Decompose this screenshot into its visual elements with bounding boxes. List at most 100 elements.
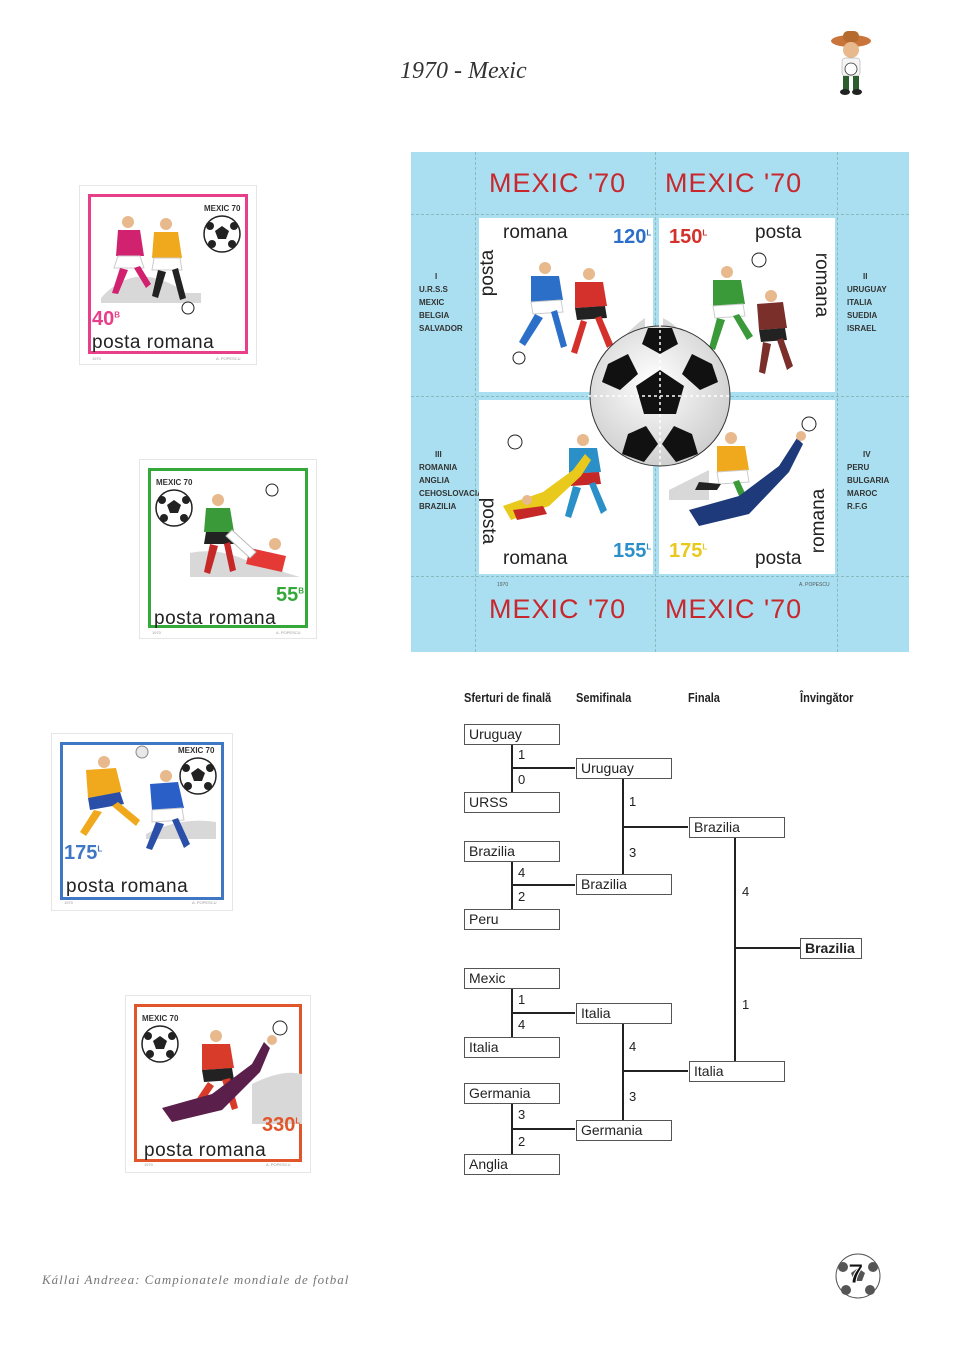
footballers-illustration xyxy=(669,416,817,526)
sheet-stamp-value: 175L xyxy=(669,540,707,563)
bracket-header-winner: Învingător xyxy=(800,690,854,705)
group-4-list: IV PERU BULGARIA MAROC R.F.G xyxy=(847,448,889,513)
group-team: PERU xyxy=(847,463,870,472)
stamp-value: 330L xyxy=(262,1114,300,1137)
group-roman: I xyxy=(435,272,438,281)
stamp-posta-romana: posta romana xyxy=(144,1140,267,1161)
sf1-team1: Uruguay xyxy=(576,758,672,779)
stamp-posta-romana: posta romana xyxy=(66,876,189,897)
stamp-value-unit: L xyxy=(97,844,103,854)
qf1-score1: 1 xyxy=(518,747,526,762)
stamp-55b: MEXIC 70 55B posta romana 1970 A. POPESC… xyxy=(140,460,316,638)
sf2-score1: 4 xyxy=(629,1039,637,1054)
sheet-perforation xyxy=(411,214,909,215)
group-2-list: II URUGUAY ITALIA SUEDIA ISRAEL xyxy=(847,270,887,335)
sheet-perforation xyxy=(475,152,476,652)
group-team: URUGUAY xyxy=(847,285,887,294)
football-icon xyxy=(588,324,732,468)
final-score2: 1 xyxy=(742,997,750,1012)
football-icon xyxy=(203,215,241,253)
footballers-illustration xyxy=(190,483,300,577)
qf2-team1: Brazilia xyxy=(464,841,560,862)
qf3-score1: 1 xyxy=(518,992,526,1007)
group-team: CEHOSLOVACIA xyxy=(419,489,483,498)
stamp-mexic-label: MEXIC 70 xyxy=(142,1014,179,1023)
sheet-stamp-value-fraction: 20 xyxy=(624,226,647,248)
sf2-team2: Germania xyxy=(576,1120,672,1141)
group-1-list: I U.R.S.S MEXIC BELGIA SALVADOR xyxy=(419,270,463,335)
stamp-designer: A. POPESCU xyxy=(192,900,217,905)
stamp-mexic-label: MEXIC 70 xyxy=(156,478,193,487)
qf2-score2: 2 xyxy=(518,889,526,904)
sheet-stamp-value-fraction: 55 xyxy=(624,540,647,562)
final-team1: Brazilia xyxy=(689,817,785,838)
stamp-value-fraction: 75 xyxy=(75,842,98,864)
bracket-connector xyxy=(511,1128,575,1130)
group-team: ANGLIA xyxy=(419,476,450,485)
sheet-stamp-value-number: 1 xyxy=(669,540,681,562)
stamp-330l: MEXIC 70 330L posta romana 1970 A. POPES… xyxy=(126,996,310,1172)
qf3-team1: Mexic xyxy=(464,968,560,989)
sf1-team2: Brazilia xyxy=(576,874,672,895)
stamp-value-unit: B xyxy=(298,586,305,596)
group-roman: III xyxy=(435,450,442,459)
sheet-stamp-posta: posta xyxy=(478,497,500,545)
stamp-mexic-label: MEXIC 70 xyxy=(204,204,241,213)
qf3-team2: Italia xyxy=(464,1037,560,1058)
stamp-value-number: 3 xyxy=(262,1114,274,1136)
qf4-score2: 2 xyxy=(518,1134,526,1149)
stamp-designer: A. POPESCU xyxy=(266,1162,291,1167)
bracket-connector xyxy=(734,838,736,1061)
sheet-header-right: MEXIC '70 xyxy=(665,168,803,198)
sheet-stamp-value-number: 1 xyxy=(613,226,625,248)
group-team: BULGARIA xyxy=(847,476,890,485)
group-roman: II xyxy=(863,272,868,281)
bracket-connector xyxy=(734,947,800,949)
bracket-connector xyxy=(511,767,575,769)
stamp-mexic-label: MEXIC 70 xyxy=(178,746,215,755)
sf2-score2: 3 xyxy=(629,1089,637,1104)
sheet-stamp-posta: posta xyxy=(755,222,802,243)
bracket-connector xyxy=(622,1070,688,1072)
bracket-connector xyxy=(511,1012,575,1014)
stamp-value-number: 40 xyxy=(92,308,115,330)
qf1-team1: Uruguay xyxy=(464,724,560,745)
group-team: SUEDIA xyxy=(847,311,878,320)
qf1-score2: 0 xyxy=(518,772,526,787)
stamp-value: 40B xyxy=(92,308,120,331)
sheet-perforation xyxy=(411,576,909,577)
group-3-list: III ROMANIA ANGLIA CEHOSLOVACIA BRAZILIA xyxy=(419,448,483,513)
sheet-stamp-value: 120L xyxy=(613,226,651,249)
page-number-ball-icon xyxy=(835,1253,881,1299)
stamp-value: 55B xyxy=(276,584,304,607)
page-title: 1970 - Mexic xyxy=(400,58,527,84)
bracket-connector xyxy=(622,826,688,828)
bracket-connector xyxy=(511,884,575,886)
sheet-stamp-value-fraction: 75 xyxy=(680,540,703,562)
footer-author: Kállai Andreea: Campionatele mondiale de… xyxy=(42,1272,350,1287)
final-team2: Italia xyxy=(689,1061,785,1082)
stamp-value-number: 55 xyxy=(276,584,299,606)
sheet-footer-left: MEXIC '70 xyxy=(489,594,627,624)
sheet-header-left: MEXIC '70 xyxy=(489,168,627,198)
bracket-connector xyxy=(622,1024,624,1120)
bracket-header-semifinals: Semifinala xyxy=(576,690,632,705)
sheet-stamp-value-unit: L xyxy=(646,228,652,238)
stamp-40b: MEXIC 70 40B posta romana 1970 A. POPESC… xyxy=(80,186,256,364)
stamp-designer: A. POPESCU xyxy=(276,630,301,635)
football-icon xyxy=(179,757,217,795)
qf3-score2: 4 xyxy=(518,1017,526,1032)
sheet-stamp-romana: romana xyxy=(503,222,568,243)
sheet-year: 1970 xyxy=(497,582,509,588)
group-roman: IV xyxy=(863,450,871,459)
stamp-year: 1970 xyxy=(64,900,73,905)
group-team: ROMANIA xyxy=(419,463,458,472)
bracket-header-final: Finala xyxy=(688,690,720,705)
stamp-value: 175L xyxy=(64,842,102,865)
final-score1: 4 xyxy=(742,884,750,899)
stamp-posta-romana: posta romana xyxy=(154,608,277,629)
mascot-juanito-icon xyxy=(831,31,871,95)
football-icon xyxy=(155,489,193,527)
stamp-value-number: 1 xyxy=(64,842,76,864)
sheet-perforation xyxy=(837,152,838,652)
